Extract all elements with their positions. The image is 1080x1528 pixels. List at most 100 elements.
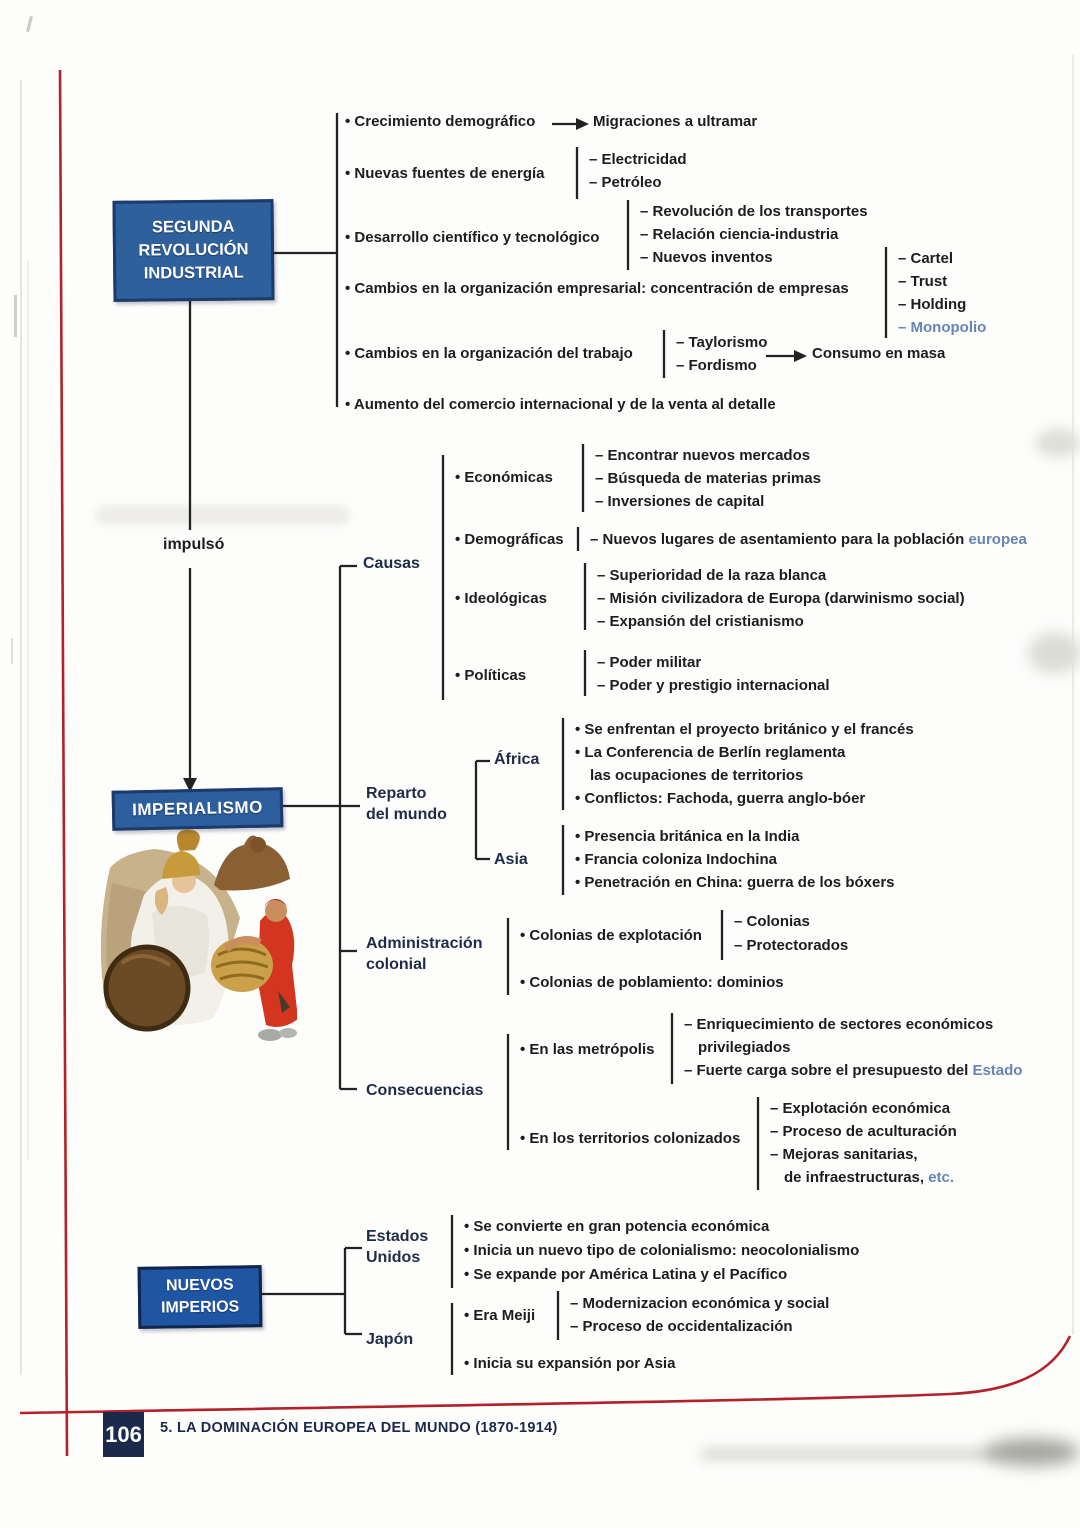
right-arrow-icon xyxy=(576,118,589,130)
causas-ideologicas: • Ideológicas xyxy=(455,590,547,607)
figure-feet xyxy=(258,1029,282,1041)
industrial-item-3-sub-3: – Nuevos inventos xyxy=(640,249,773,266)
sphinx-head xyxy=(250,837,266,853)
figure-foot-2 xyxy=(279,1028,297,1038)
causas-economicas-sub-1: – Encontrar nuevos mercados xyxy=(595,447,811,464)
causas-ideologicas-sub-2: – Misión civilizadora de Europa (darwini… xyxy=(597,590,965,607)
industrial-item-4-sub-1: – Cartel xyxy=(898,250,954,267)
industrial-item-6: • Aumento del comercio internacional y d… xyxy=(345,396,776,413)
consec-metropolis: • En las metrópolis xyxy=(520,1041,655,1058)
branch-japon: Japón xyxy=(366,1331,414,1348)
sphinx-icon xyxy=(214,835,290,891)
consec-territorios-sub-2: – Proceso de aculturación xyxy=(770,1123,957,1140)
eeuu-item-3: • Se expande por América Latina y el Pac… xyxy=(464,1266,788,1283)
industrial-item-5-target: Consumo en masa xyxy=(812,345,946,362)
industrial-item-1-target: Migraciones a ultramar xyxy=(593,113,758,130)
causas-politicas-sub-2: – Poder y prestigio internacional xyxy=(597,677,830,694)
causas-ideologicas-sub-1: – Superioridad de la raza blanca xyxy=(597,567,827,584)
eeuu-item-1: • Se convierte en gran potencia económic… xyxy=(464,1218,770,1235)
industrial-item-2: • Nuevas fuentes de energía xyxy=(345,165,545,182)
causas-ideologicas-sub-3: – Expansión del cristianismo xyxy=(597,613,804,630)
woven-texture xyxy=(215,947,269,981)
africa-item-2b: las ocupaciones de territorios xyxy=(590,767,804,784)
branch-estados-unidos: Estados Unidos xyxy=(366,1228,429,1266)
consec-metropolis-sub-2: privilegiados xyxy=(698,1039,791,1056)
illustration-shapes xyxy=(100,829,297,1041)
africa-item-3: • Conflictos: Fachoda, guerra anglo-bóer xyxy=(575,790,866,807)
causas-demograficas: • Demográficas xyxy=(455,531,564,548)
red-rule-lines xyxy=(19,69,1072,1457)
page-edge-shadow-right xyxy=(1072,55,1074,1335)
industrial-item-4-sub-3: – Holding xyxy=(898,296,967,313)
causas-politicas-sub-1: – Poder militar xyxy=(597,654,702,671)
down-arrow-icon xyxy=(183,778,197,792)
consec-territorios: • En los territorios colonizados xyxy=(520,1130,741,1147)
asia-item-1: • Presencia británica en la India xyxy=(575,828,800,845)
shield-highlight xyxy=(120,954,172,967)
page-edge-tick xyxy=(14,295,17,337)
sword-hilt xyxy=(278,991,290,1013)
gold-helmet-icon xyxy=(162,851,200,879)
japon-era-meiji-sub-2: – Proceso de occidentalización xyxy=(570,1318,793,1335)
eeuu-item-2: • Inicia un nuevo tipo de colonialismo: … xyxy=(464,1242,860,1259)
page-edge-tick2 xyxy=(11,638,13,664)
industrial-item-4-sub-2: – Trust xyxy=(898,273,948,290)
industrial-item-5-sub-2: – Fordismo xyxy=(676,357,757,374)
node-nuevos-imperios: NUEVOS IMPERIOS xyxy=(137,1265,263,1329)
red-robed-figure xyxy=(258,910,297,1027)
branch-administracion: Administración colonial xyxy=(366,935,483,973)
asia-item-2: • Francia coloniza Indochina xyxy=(575,851,777,868)
branch-causas: Causas xyxy=(363,555,420,572)
round-shield-icon xyxy=(106,947,188,1029)
industrial-item-4-sub-4: – Monopolio xyxy=(898,319,987,336)
industrial-item-5: • Cambios en la organización del trabajo xyxy=(345,345,633,362)
red-figure-head xyxy=(265,900,287,922)
scan-smudge-3 xyxy=(95,505,350,525)
scan-smudge-2 xyxy=(1028,632,1080,674)
consec-territorios-sub-4: de infraestructuras, etc. xyxy=(784,1168,954,1187)
causas-demograficas-sub-tail: europea xyxy=(968,531,1027,548)
asia-item-3: • Penetración en China: guerra de los bó… xyxy=(575,874,895,891)
red-vertical-rule xyxy=(58,69,69,1457)
scan-smudge-bottom-dark xyxy=(985,1438,1080,1466)
chapter-title: 5. LA DOMINACIÓN EUROPEA DEL MUNDO (1870… xyxy=(160,1420,558,1436)
industrial-item-5-sub-1: – Taylorismo xyxy=(676,334,768,351)
industrial-item-3-sub-1: – Revolución de los transportes xyxy=(640,203,868,220)
causas-economicas-sub-3: – Inversiones de capital xyxy=(595,493,765,510)
industrial-item-3: • Desarrollo científico y tecnológico xyxy=(345,229,600,246)
industrial-item-2-sub-1: – Electricidad xyxy=(589,151,687,168)
right-arrow-icon-2 xyxy=(794,350,807,362)
consec-territorios-sub-4-text: de infraestructuras, xyxy=(784,1169,925,1186)
branch-africa: África xyxy=(494,751,540,768)
admin-explotacion-sub-2: – Protectorados xyxy=(734,937,849,954)
consec-territorios-sub-4-tail: etc. xyxy=(928,1169,955,1186)
industrial-item-3-sub-2: – Relación ciencia-industria xyxy=(640,226,839,243)
causas-economicas-sub-2: – Búsqueda de materias primas xyxy=(595,470,821,487)
impulso-arrow-label: impulsó xyxy=(163,536,225,553)
scan-smudge-bottom xyxy=(700,1448,1000,1460)
hair-locks xyxy=(154,887,169,915)
branch-consecuencias: Consecuencias xyxy=(366,1082,484,1099)
industrial-item-4: • Cambios en la organización empresarial… xyxy=(345,280,849,297)
node-segunda-revolucion: SEGUNDA REVOLUCIÓN INDUSTRIAL xyxy=(112,199,275,302)
industrial-item-1: • Crecimiento demográfico xyxy=(345,113,536,130)
branch-reparto: Reparto del mundo xyxy=(366,785,447,823)
causas-politicas: • Políticas xyxy=(455,667,527,684)
consec-metropolis-sub-3-text: – Fuerte carga sobre el presupuesto del xyxy=(684,1062,969,1079)
red-hood xyxy=(264,899,288,907)
africa-item-1: • Se enfrentan el proyecto británico y e… xyxy=(575,721,914,738)
japon-item-2: • Inicia su expansión por Asia xyxy=(464,1355,676,1372)
consec-metropolis-sub-1: – Enriquecimiento de sectores económicos xyxy=(684,1016,994,1033)
page-edge-shadow-left xyxy=(20,80,22,1375)
node-imperialismo: IMPERIALISMO xyxy=(111,787,284,831)
causas-demograficas-sub: – Nuevos lugares de asentamiento para la… xyxy=(590,530,1027,549)
page-number-badge: 106 xyxy=(103,1412,144,1457)
red-footer-rule xyxy=(19,1335,1072,1415)
japon-era-meiji-sub-1: – Modernizacion económica y social xyxy=(570,1295,830,1312)
causas-demograficas-sub-text: – Nuevos lugares de asentamiento para la… xyxy=(590,531,965,548)
admin-poblamiento: • Colonias de poblamiento: dominios xyxy=(520,974,784,991)
imperialism-illustration xyxy=(100,829,297,1041)
consec-territorios-sub-1: – Explotación económica xyxy=(770,1100,951,1117)
helmet-crest xyxy=(176,829,200,851)
